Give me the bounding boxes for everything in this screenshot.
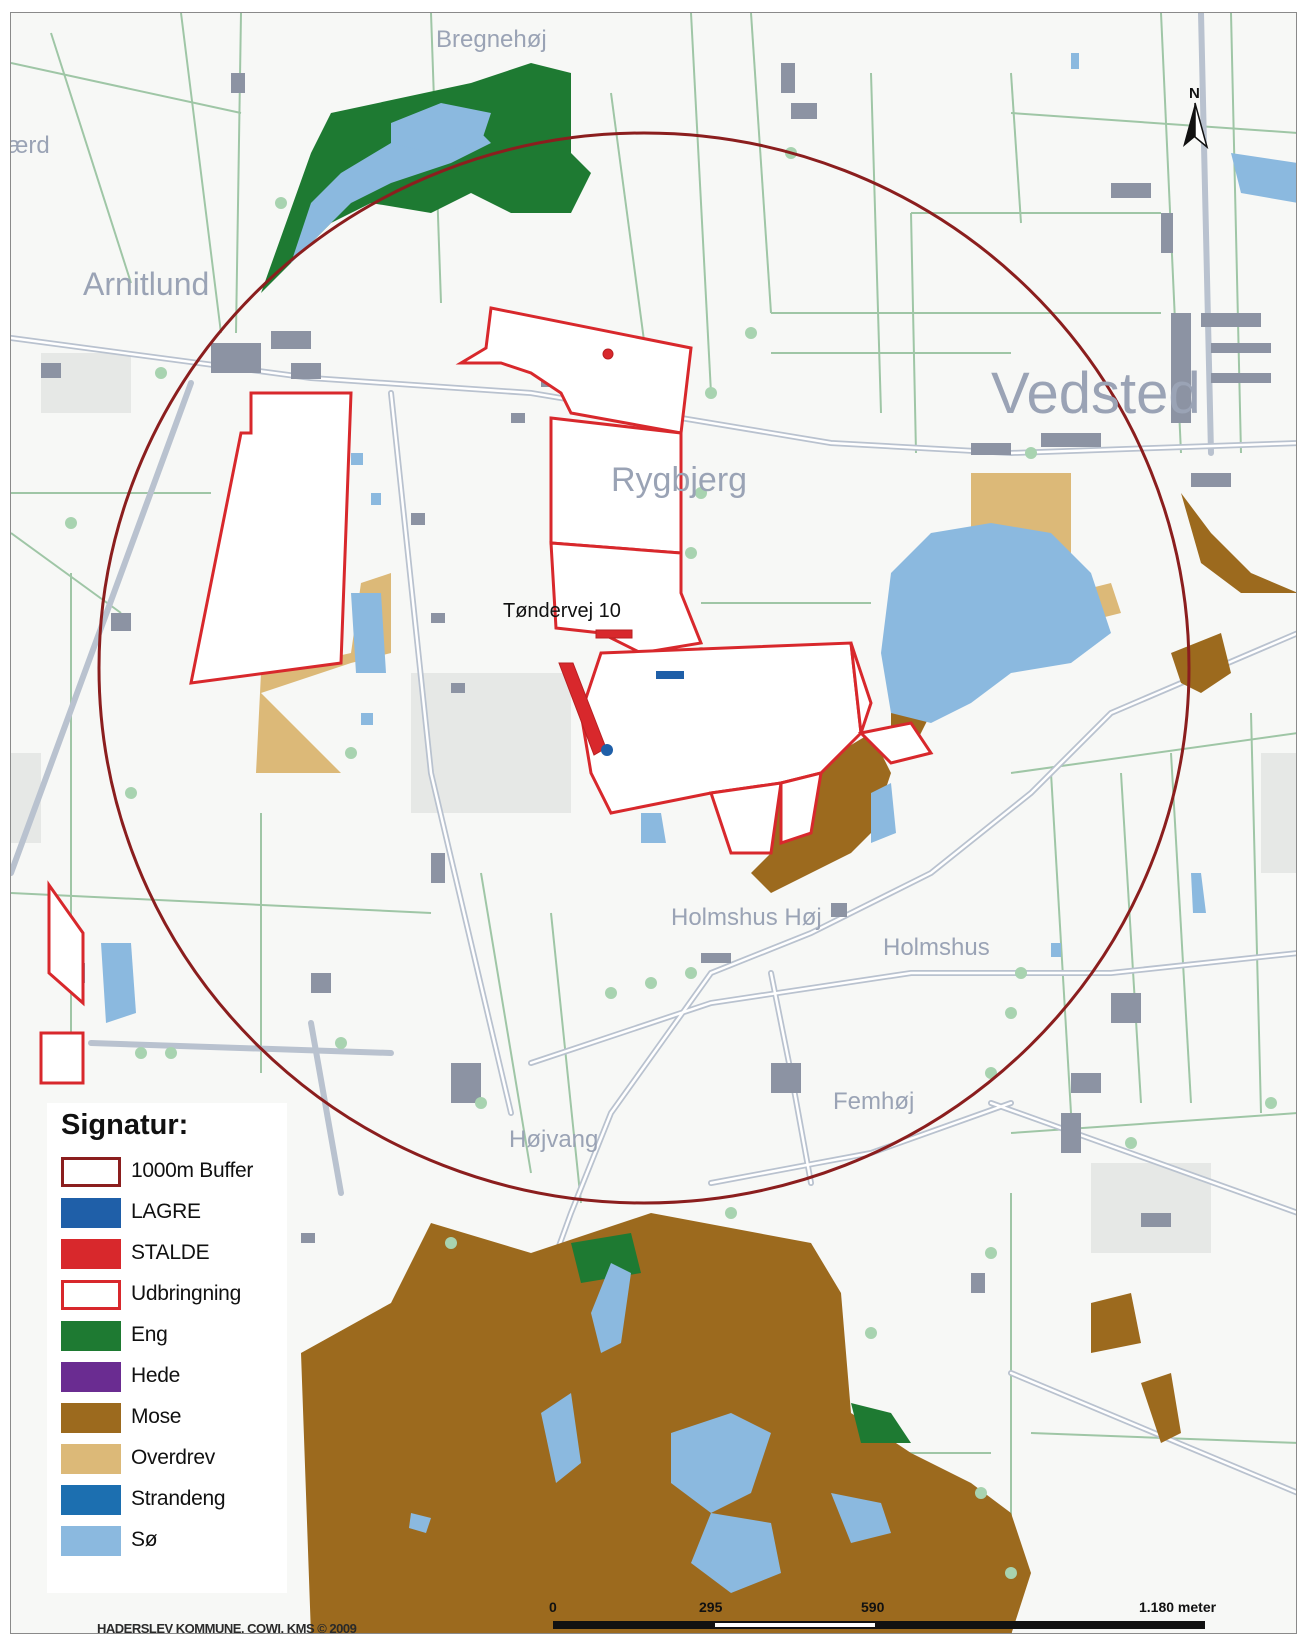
field-west (189, 391, 353, 685)
scale-tick-0: 0 (549, 1599, 557, 1615)
legend-label: Sø (131, 1528, 158, 1551)
scale-tick-1: 295 (699, 1599, 723, 1615)
lagre-rect (656, 671, 684, 679)
legend-label: Hede (131, 1364, 181, 1387)
north-label: N (1189, 85, 1200, 102)
lagre-storage[interactable] (601, 671, 684, 756)
place-hojvang: Højvang (509, 1126, 598, 1153)
scale-bar-black (553, 1621, 1205, 1629)
udbringning-fields[interactable] (39, 306, 934, 1085)
field-rygbjerg-2 (549, 541, 704, 655)
legend-item: Overdrev (61, 1442, 291, 1476)
place-rygbjerg: Rygbjerg (611, 461, 747, 499)
legend-item: Udbringning (61, 1278, 291, 1312)
legend-swatch (61, 1403, 121, 1433)
legend-title: Signatur: (61, 1109, 189, 1141)
legend-label: Eng (131, 1323, 168, 1346)
scale-tick-2: 590 (861, 1599, 885, 1615)
legend-label: Overdrev (131, 1446, 215, 1469)
legend-swatch (61, 1321, 121, 1351)
field-north (455, 306, 693, 435)
north-arrow-icon (1183, 102, 1209, 150)
legend-swatch (61, 1485, 121, 1515)
legend-item: LAGRE (61, 1196, 291, 1230)
field-far-west-1 (47, 880, 85, 1007)
place-bregnehoj: Bregnehøj (436, 26, 547, 53)
scale-bar-white-segment (715, 1623, 875, 1627)
place-vedsted: Vedsted (991, 361, 1201, 426)
legend-label: STALDE (131, 1241, 210, 1264)
site-label: Tøndervej 10 (503, 600, 621, 622)
field-patches (11, 353, 1296, 1253)
stalde-north (602, 348, 614, 360)
place-femhoj: Femhøj (833, 1088, 914, 1115)
field-far-west-2 (39, 1031, 85, 1085)
legend-label: Mose (131, 1405, 182, 1428)
so-areas (101, 53, 1296, 1593)
lagre-round (601, 744, 613, 756)
place-arnitlund: Arnitlund (83, 266, 209, 302)
field-east-strip (849, 642, 873, 734)
buffer-circle-1000m[interactable] (97, 131, 1191, 1205)
legend-item: Eng (61, 1319, 291, 1353)
legend-item: STALDE (61, 1237, 291, 1271)
legend-swatch (61, 1526, 121, 1556)
buildings (41, 63, 1271, 1293)
place-holmshus-hoj: Holmshus Høj (671, 904, 822, 931)
scale-tick-3: 1.180 meter (1139, 1599, 1217, 1615)
field-south-2 (779, 770, 823, 846)
tree-dots (65, 147, 1277, 1579)
field-south-east (857, 721, 934, 765)
legend-item: Hede (61, 1360, 291, 1394)
scale-bar: 0 295 590 1.180 meter (549, 1597, 1219, 1633)
stalde-small (595, 629, 633, 639)
copyright-text: HADERSLEV KOMMUNE, COWI, KMS © 2009 (97, 1621, 357, 1634)
legend-label: Udbringning (131, 1282, 241, 1305)
place-holmshus: Holmshus (883, 934, 990, 961)
legend-swatch (61, 1157, 121, 1187)
map-frame: Bregnehøj ærd Arnitlund Vedsted Rygbjerg… (10, 12, 1297, 1634)
legend-item: Mose (61, 1401, 291, 1435)
legend-swatch (61, 1198, 121, 1228)
field-south-1 (709, 781, 783, 855)
legend-label: 1000m Buffer (131, 1159, 254, 1182)
legend-item: Strandeng (61, 1483, 291, 1517)
legend-swatch (61, 1362, 121, 1392)
legend-swatch (61, 1444, 121, 1474)
legend-item: 1000m Buffer (61, 1155, 291, 1189)
place-partial-left: ærd (11, 132, 50, 159)
north-arrow: N (1179, 85, 1219, 155)
legend-label: LAGRE (131, 1200, 201, 1223)
legend-swatch (61, 1239, 121, 1269)
legend-item: Sø (61, 1524, 291, 1558)
legend-swatch (61, 1280, 121, 1310)
legend-label: Strandeng (131, 1487, 226, 1510)
